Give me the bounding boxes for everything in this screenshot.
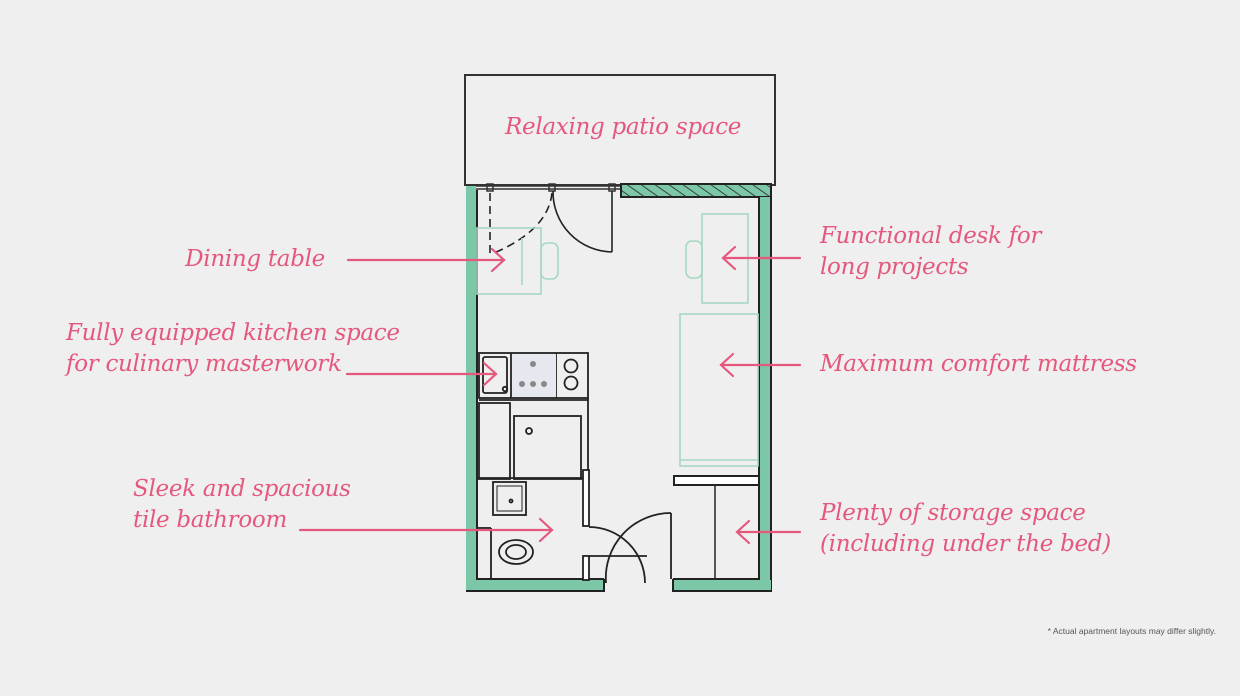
bathroom [477,469,672,584]
bed [679,313,759,467]
balcony-door [489,190,613,254]
hatched-wall [620,183,772,198]
patio-window [466,183,621,192]
annotation-storage: Plenty of storage space (including under… [820,500,1111,557]
storage [673,475,760,579]
annotation-arrows [298,245,802,545]
annotation-desk: Functional desk for long projects [820,223,1042,280]
annotation-bathroom: Sleek and spacious tile bathroom [133,476,351,533]
kitchen [478,352,589,495]
patio-label: Relaxing patio space [505,114,742,140]
footnote: * Actual apartment layouts may differ sl… [1047,626,1216,636]
annotation-dining-table: Dining table [185,246,325,272]
annotation-kitchen: Fully equipped kitchen space for culinar… [66,320,400,377]
annotation-mattress: Maximum comfort mattress [820,351,1137,377]
